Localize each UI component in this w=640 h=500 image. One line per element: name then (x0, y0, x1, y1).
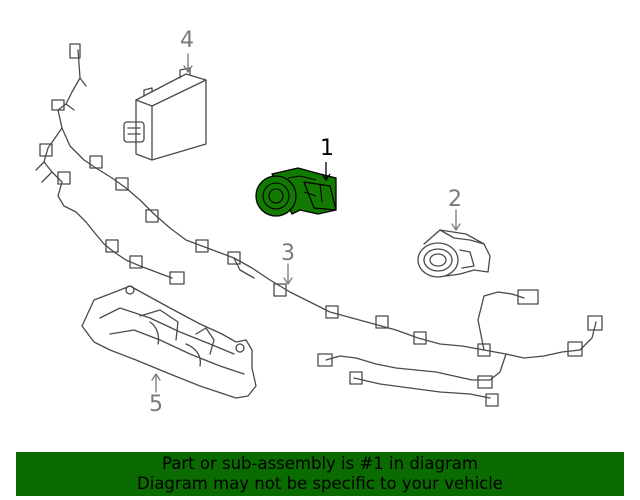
sensor-retainer (417, 229, 491, 278)
callout-5: 5 (149, 392, 163, 417)
wiring-harness (35, 43, 603, 407)
callout-1: 1 (320, 136, 334, 161)
banner-line-2: Diagram may not be specific to your vehi… (137, 474, 503, 493)
mounting-bracket (81, 285, 257, 399)
info-banner: Part or sub-assembly is #1 in diagram Di… (16, 452, 624, 496)
parts-diagram (35, 43, 603, 407)
callout-3: 3 (281, 241, 295, 266)
banner-line-1: Part or sub-assembly is #1 in diagram (162, 454, 478, 473)
callout-4: 4 (180, 28, 194, 53)
callout-2: 2 (448, 187, 462, 212)
parking-sensor (255, 162, 337, 217)
control-module (123, 67, 207, 161)
